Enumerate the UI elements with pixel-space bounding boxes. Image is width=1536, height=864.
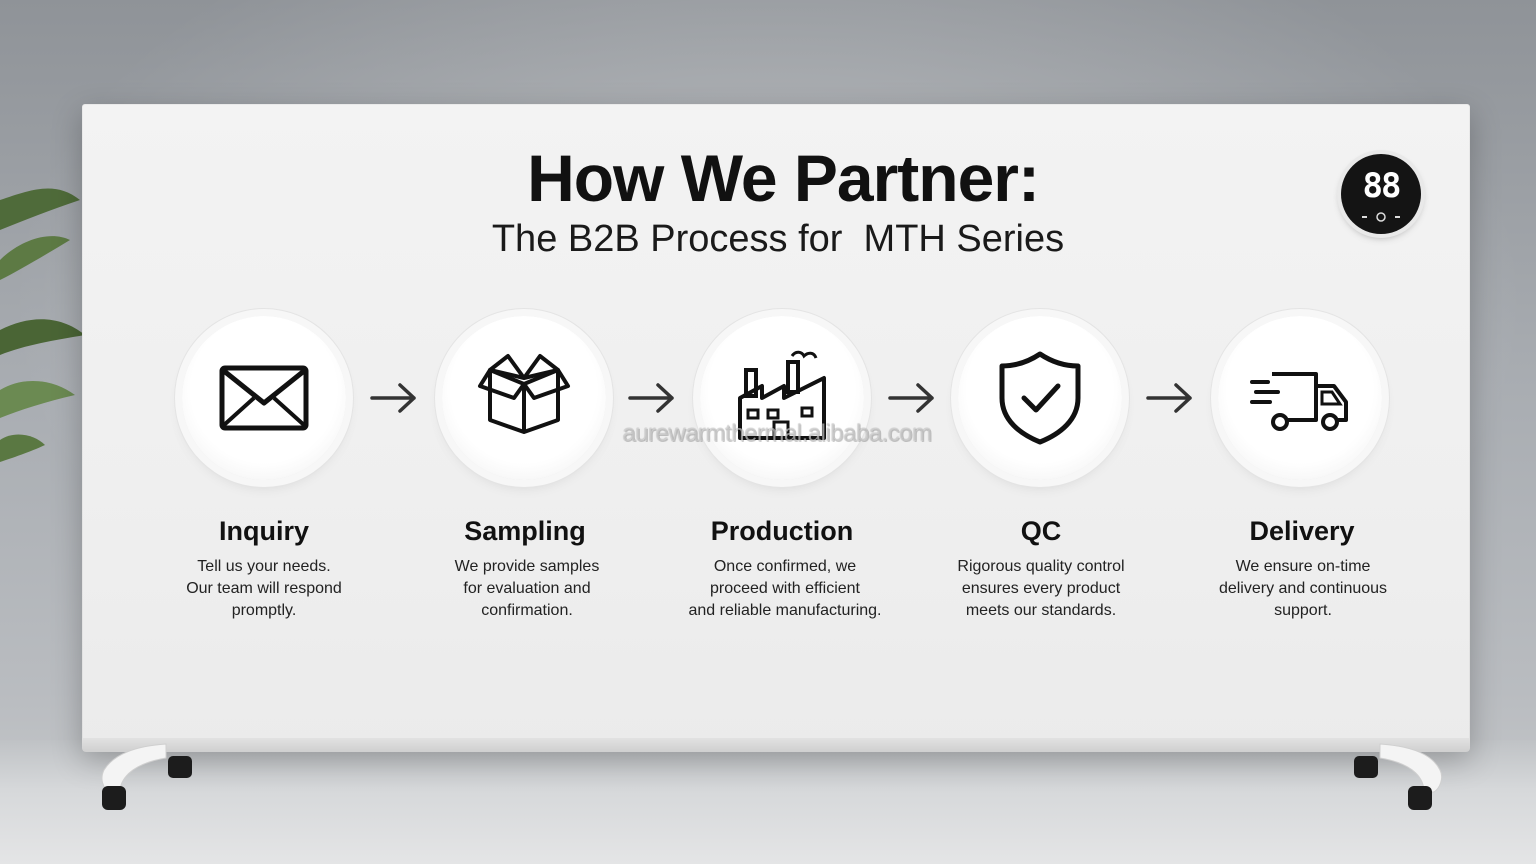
step-desc-line: delivery and continuous: [1218, 580, 1388, 597]
page-title: How We Partner:: [527, 141, 1040, 215]
watermark: aurewarmthermal.alibaba.com: [622, 420, 932, 447]
step-title-qc: QC: [1020, 516, 1062, 546]
step-production-icon-circle: [700, 316, 864, 480]
step-desc-line: confirmation.: [481, 602, 573, 619]
step-title-delivery: Delivery: [1249, 516, 1355, 546]
factory-icon: [738, 350, 826, 440]
delivery-truck-icon: [1250, 372, 1348, 431]
step-desc-line: support.: [1274, 602, 1332, 619]
arrow-right-icon: [888, 383, 934, 413]
envelope-icon: [219, 365, 309, 431]
step-qc-icon-circle: [958, 316, 1122, 480]
step-title-production: Production: [710, 516, 854, 546]
step-inquiry-icon-circle: [182, 316, 346, 480]
step-sampling-icon-circle: [442, 316, 606, 480]
heater-display-badge: 88: [1341, 154, 1421, 234]
plant-icon: [0, 188, 85, 462]
display-controls-icon: [1362, 212, 1400, 222]
step-desc-line: and reliable manufacturing.: [688, 602, 882, 619]
step-desc-line: Our team will respond: [186, 580, 342, 597]
step-title-inquiry: Inquiry: [218, 516, 309, 546]
left-stand-foot: [101, 743, 192, 810]
step-desc-line: Rigorous quality control: [957, 558, 1125, 575]
step-desc-line: We ensure on-time: [1235, 558, 1371, 575]
box-icon: [478, 354, 570, 434]
floor: [0, 740, 1536, 864]
step-desc-qc: Rigorous quality control ensures every p…: [921, 556, 1161, 622]
step-desc-line: Tell us your needs.: [197, 558, 331, 575]
arrow-right-icon: [370, 383, 416, 413]
panel-base: [82, 738, 1470, 752]
step-desc-sampling: We provide samples for evaluation and co…: [407, 556, 647, 622]
shield-check-icon: [999, 351, 1081, 445]
display-digits: 88: [1362, 166, 1402, 206]
arrow-right-icon: [1146, 383, 1192, 413]
step-title-sampling: Sampling: [464, 516, 586, 546]
step-desc-line: meets our standards.: [965, 602, 1117, 619]
right-stand-foot: [1354, 743, 1443, 810]
arrow-right-icon: [628, 383, 674, 413]
step-desc-production: Once confirmed, we proceed with efficien…: [665, 556, 905, 622]
step-desc-line: We provide samples: [454, 558, 600, 575]
step-desc-delivery: We ensure on-time delivery and continuou…: [1183, 556, 1423, 622]
step-desc-line: promptly.: [231, 602, 297, 619]
step-desc-line: for evaluation and: [463, 580, 591, 597]
step-delivery-icon-circle: [1218, 316, 1382, 480]
step-desc-line: ensures every product: [961, 580, 1121, 597]
page-subtitle: The B2B Process for MTH Series: [491, 218, 1065, 260]
step-desc-line: Once confirmed, we: [713, 558, 857, 575]
step-desc-line: proceed with efficient: [709, 580, 860, 597]
step-desc-inquiry: Tell us your needs. Our team will respon…: [144, 556, 384, 622]
